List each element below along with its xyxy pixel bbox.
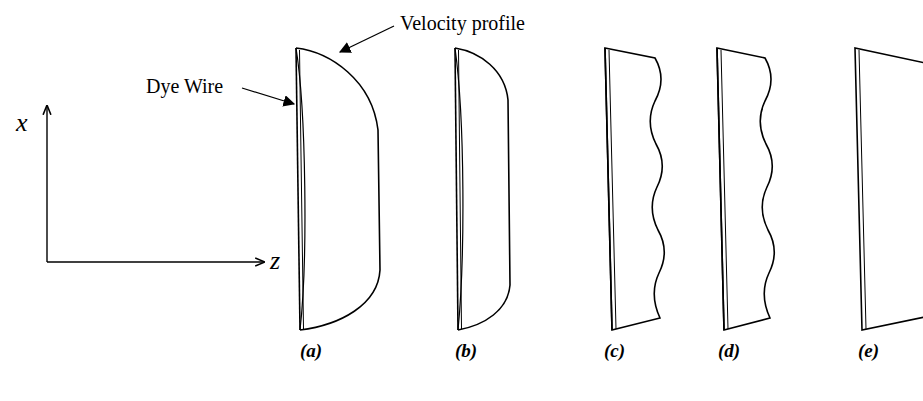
panel-label: (e) xyxy=(858,340,879,362)
velocity-profile-c xyxy=(605,48,664,330)
x-axis xyxy=(46,106,47,262)
callout-label: Dye Wire xyxy=(146,75,223,98)
callout-label: Velocity profile xyxy=(400,12,525,35)
velocity-profile-e xyxy=(855,48,923,330)
panel-label: (a) xyxy=(300,340,322,362)
axis-label: x xyxy=(16,108,28,138)
z-axis xyxy=(47,261,264,262)
velocity-profile-d xyxy=(717,48,774,330)
velocity-profile-b xyxy=(455,48,510,330)
panel-label: (c) xyxy=(604,340,625,362)
axis-label: z xyxy=(270,246,280,276)
panel-label: (b) xyxy=(455,340,477,362)
leader-arrow xyxy=(242,88,294,104)
leader-arrow xyxy=(340,26,394,52)
velocity-profile-a xyxy=(296,48,380,330)
panel-label: (d) xyxy=(718,340,740,362)
